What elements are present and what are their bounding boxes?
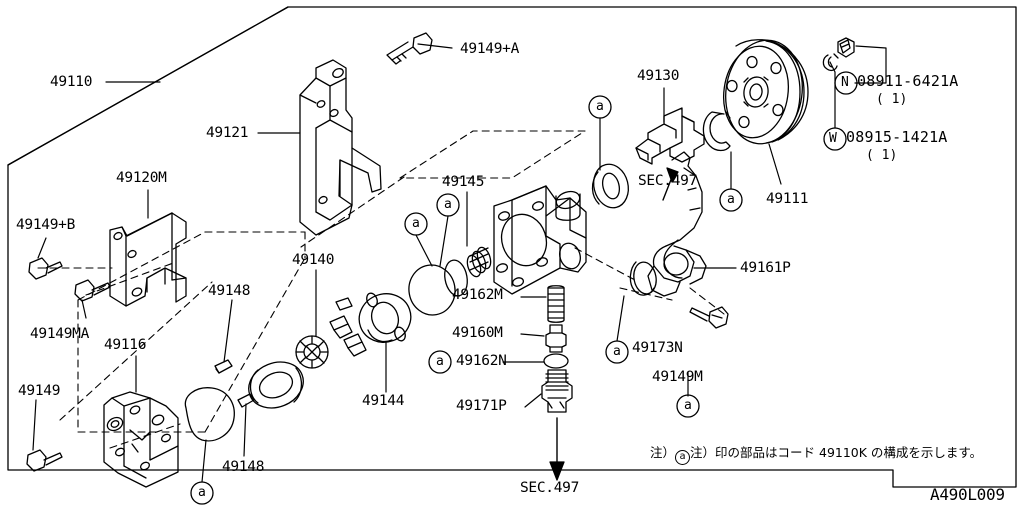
label-49149-plus-b: 49149+B (16, 217, 76, 233)
part-washer-glyph (822, 53, 839, 72)
part-49162N-oring (543, 353, 569, 369)
label-49162N: 49162N (456, 353, 507, 369)
part-49140-rotor (295, 335, 329, 369)
part-49149MA-bolt (74, 279, 111, 302)
fastener-qty-washer: ( 1) (866, 148, 898, 163)
marker-a-snapring: a (727, 192, 735, 207)
label-49149MA: 49149MA (30, 326, 90, 342)
part-49149B-bolt (28, 257, 63, 280)
label-sec-497-upper: SEC.497 (638, 173, 698, 189)
diagram-border (7, 6, 1017, 488)
part-49160M-valve (545, 324, 567, 353)
label-sec-497-lower: SEC.497 (520, 480, 580, 496)
part-49161P-pipe (647, 151, 707, 297)
part-49162M-spring (547, 285, 565, 323)
label-49148-upper: 49148 (208, 283, 251, 299)
label-49145: 49145 (442, 174, 485, 190)
part-49120M-bracket (109, 212, 187, 307)
label-49120M: 49120M (116, 170, 167, 186)
part-nut-glyph (837, 37, 855, 58)
part-49130-shaft (635, 107, 705, 165)
part-49145-seal-kit (408, 246, 492, 316)
label-49149-plus-a: 49149+A (460, 41, 520, 57)
marker-a-seal-c: a (412, 216, 420, 231)
part-49121-bracket (299, 59, 382, 236)
part-49149A-bolt (386, 32, 433, 65)
fastener-number-nut: 08911-6421A (857, 72, 959, 90)
note-marker-circle: a (675, 450, 691, 465)
part-49149M-bolt (689, 306, 729, 329)
fastener-code-nut: N (841, 75, 849, 90)
part-snap-ring (702, 111, 731, 152)
fastener-code-washer: W (829, 131, 837, 146)
part-49171P-connector (541, 369, 573, 413)
part-pump-body (493, 185, 587, 295)
label-49110: 49110 (50, 74, 93, 90)
sec-497-arrow-lower (549, 417, 565, 481)
label-49149: 49149 (18, 383, 61, 399)
label-49144: 49144 (362, 393, 405, 409)
part-gasket-plate (184, 387, 235, 442)
label-49116: 49116 (104, 337, 147, 353)
label-49149M: 49149M (652, 369, 703, 385)
part-49173N-clamp (629, 261, 657, 296)
marker-a-gasket: a (198, 485, 206, 500)
fastener-qty-nut: ( 1) (876, 92, 908, 107)
label-49160M: 49160M (452, 325, 503, 341)
label-49162M: 49162M (452, 287, 503, 303)
marker-a-seal: a (596, 99, 604, 114)
sec-497-arrow-upper (662, 167, 679, 201)
fastener-number-washer: 08915-1421A (846, 128, 948, 146)
note-prefix: 注） (650, 445, 676, 460)
part-shaft-seal (591, 163, 629, 209)
marker-a-clamp: a (613, 344, 621, 359)
part-bearing-ring (248, 361, 304, 409)
label-49171P: 49171P (456, 398, 507, 414)
note-body: 注）印の部品はコード 49110K の構成を示します。 (690, 445, 983, 460)
label-49121: 49121 (206, 125, 249, 141)
marker-a-pipe: a (684, 398, 692, 413)
label-49140: 49140 (292, 252, 335, 268)
part-49144-cam-ring (358, 292, 412, 343)
marker-a-seal-b: a (444, 197, 452, 212)
label-49148-lower: 49148 (222, 459, 265, 475)
drawing-number: A490L009 (930, 485, 1005, 504)
part-49111-pulley (723, 39, 809, 145)
label-49161P: 49161P (740, 260, 791, 276)
leader-lines (32, 43, 887, 483)
label-49130: 49130 (637, 68, 680, 84)
part-49149-bolt (26, 449, 63, 472)
part-49116-rear-body (103, 391, 179, 488)
label-49173N: 49173N (632, 340, 683, 356)
label-49111: 49111 (766, 191, 809, 207)
part-49140-vanes (329, 297, 367, 357)
marker-a-oring: a (436, 354, 444, 369)
